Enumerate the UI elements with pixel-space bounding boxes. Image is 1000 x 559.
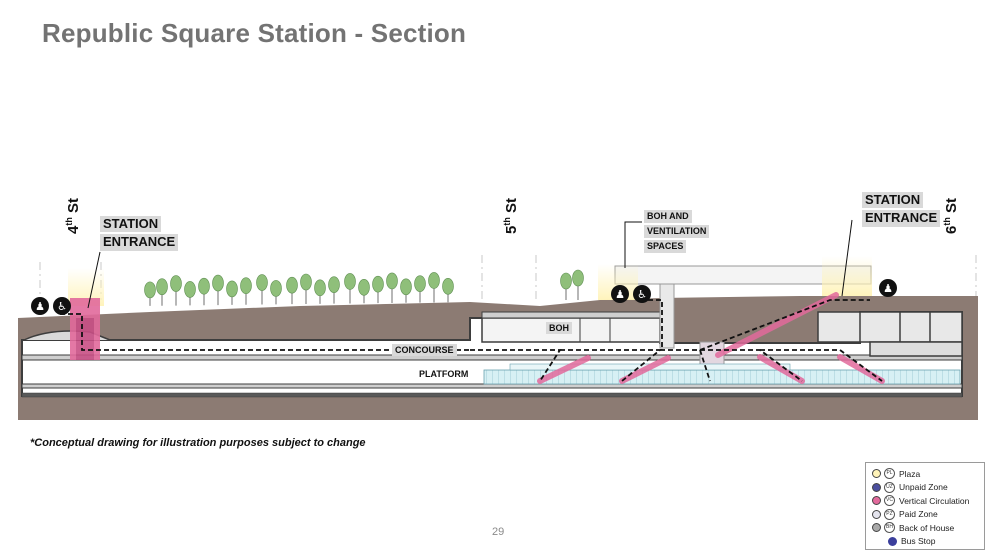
accessibility-icons-left	[31, 297, 71, 315]
callout-station-entrance-left: STATION ENTRANCE	[100, 216, 179, 253]
tree-icon	[572, 269, 584, 300]
accessibility-icon-right	[879, 279, 897, 297]
street-label-6th: 6th St	[942, 197, 960, 234]
legend-label: Bus Stop	[901, 536, 936, 547]
bus-stop-icon	[888, 536, 897, 546]
slabs	[21, 354, 963, 398]
street-label-4th: 4th St	[64, 197, 82, 234]
legend-code-icon: BH	[884, 522, 895, 534]
tree-icon	[386, 272, 398, 303]
tree-icon	[314, 279, 326, 304]
tree-icon	[212, 274, 224, 306]
label-boh: BOH	[546, 322, 572, 334]
legend-swatch	[872, 496, 881, 506]
right-building	[817, 311, 963, 357]
tree-icon	[300, 273, 312, 305]
callout-boh-ventilation: BOH AND VENTILATION SPACES	[644, 210, 710, 255]
tree-icon	[328, 276, 340, 304]
tree-icon	[286, 276, 298, 305]
legend-swatch	[872, 469, 881, 479]
tree-icon	[428, 272, 440, 303]
tree-icon	[198, 277, 210, 306]
legend-item: BH Back of House	[866, 521, 984, 535]
tree-icon	[400, 278, 412, 303]
legend-swatch	[872, 482, 881, 492]
tree-icon	[184, 281, 196, 306]
legend-label: Back of House	[899, 522, 955, 533]
wheelchair-icon: ♿	[57, 300, 67, 313]
callout-station-entrance-right: STATION ENTRANCE	[862, 192, 941, 229]
tree-icon	[372, 275, 384, 304]
legend-code-icon: PL	[884, 468, 895, 480]
wheelchair-icon: ♿	[637, 288, 647, 301]
pedestrian-icon: ♟	[883, 282, 893, 295]
callout-leaders	[87, 219, 853, 309]
page-number: 29	[492, 526, 505, 538]
legend-swatch	[872, 523, 881, 533]
legend-item: Bus Stop	[866, 535, 984, 549]
accessibility-icons-mid	[611, 285, 651, 303]
legend-label: Plaza	[899, 468, 921, 479]
legend-label: Unpaid Zone	[899, 482, 948, 493]
tree-icon	[270, 280, 282, 305]
legend-label: Paid Zone	[899, 509, 938, 520]
legend-item: VC Vertical Circulation	[866, 494, 984, 508]
street-trees	[144, 269, 584, 306]
legend-code-icon: PZ	[884, 508, 895, 520]
tree-icon	[256, 274, 268, 305]
tree-icon	[170, 275, 182, 306]
tree-icon	[226, 280, 238, 305]
pedestrian-icon: ♟	[35, 300, 45, 313]
tree-icon	[414, 275, 426, 303]
label-concourse: CONCOURSE	[392, 344, 457, 356]
pedestrian-icon: ♟	[615, 288, 625, 301]
legend-code-icon: VC	[884, 495, 895, 507]
circulation-paths	[60, 299, 883, 382]
legend-swatch	[872, 509, 881, 519]
street-label-5th: 5th St	[502, 197, 520, 234]
plaza-glow-right	[822, 256, 872, 296]
tree-icon	[240, 277, 252, 305]
legend-item: PL Plaza	[866, 467, 984, 481]
legend-code-icon: UZ	[884, 481, 895, 493]
tree-icon	[144, 281, 156, 306]
legend-item: UZ Unpaid Zone	[866, 481, 984, 495]
tree-icon	[344, 273, 356, 304]
label-platform: PLATFORM	[419, 369, 469, 379]
tree-icon	[156, 278, 168, 306]
page-title: Republic Square Station - Section	[42, 18, 467, 48]
tree-icon	[358, 279, 370, 304]
tree-icon	[442, 278, 454, 303]
legend-item: PZ Paid Zone	[866, 508, 984, 522]
legend-label: Vertical Circulation	[899, 495, 970, 506]
tree-icon	[560, 272, 572, 300]
disclaimer-note: *Conceptual drawing for illustration pur…	[30, 437, 366, 449]
